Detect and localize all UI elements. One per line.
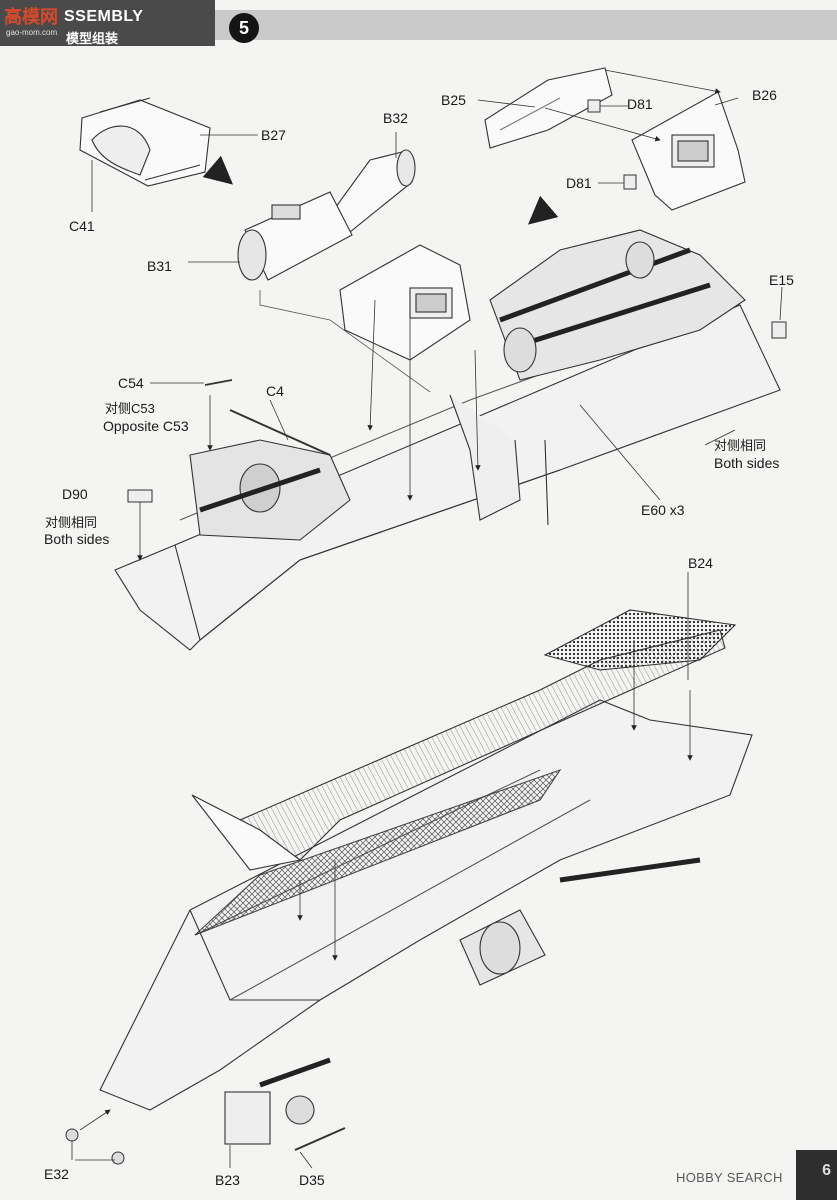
- label-both-sides-cn-left: 对侧相同: [45, 515, 98, 530]
- label-d35: D35: [299, 1172, 325, 1188]
- part-b27-shield: [79, 97, 211, 187]
- watermark: HOBBY SEARCH: [676, 1170, 783, 1185]
- label-b26: B26: [752, 87, 777, 103]
- label-d81-top: D81: [627, 96, 653, 112]
- site-logo: 高模网: [4, 7, 58, 27]
- header-block: 高模网 gao-mom.com SSEMBLY 模型组装: [0, 0, 215, 46]
- label-c54: C54: [118, 375, 144, 391]
- part-b25-cover: [484, 67, 613, 149]
- label-both-sides-en-right: Both sides: [714, 455, 780, 471]
- site-url: gao-mom.com: [6, 28, 58, 37]
- header-bar: [215, 10, 837, 40]
- page-number: 6: [822, 1162, 831, 1179]
- label-c41: C41: [69, 218, 95, 234]
- label-c4: C4: [266, 383, 284, 399]
- page-number-tab: 6: [796, 1150, 837, 1200]
- part-d90: [127, 489, 153, 503]
- upper-chassis: [114, 229, 781, 651]
- label-d90: D90: [62, 486, 88, 502]
- part-b31-cylinder: [237, 191, 353, 281]
- label-d81-bottom: D81: [566, 175, 592, 191]
- section-subtitle: 模型组装: [66, 31, 119, 46]
- lower-hull: [99, 609, 753, 1145]
- section-title: SSEMBLY: [64, 8, 144, 25]
- label-b31: B31: [147, 258, 172, 274]
- label-b23: B23: [215, 1172, 240, 1188]
- label-b27: B27: [261, 127, 286, 143]
- label-e15: E15: [769, 272, 794, 288]
- part-e15: [771, 321, 787, 339]
- label-e32: E32: [44, 1166, 69, 1182]
- label-opposite-cn: 对侧C53: [105, 401, 155, 416]
- label-opposite-en: Opposite C53: [103, 418, 189, 434]
- label-e60: E60 x3: [641, 502, 685, 518]
- label-b24: B24: [688, 555, 713, 571]
- label-b25: B25: [441, 92, 466, 108]
- part-b32-cylinder: [329, 149, 416, 233]
- label-both-sides-en-left: Both sides: [44, 531, 110, 547]
- label-b32: B32: [383, 110, 408, 126]
- step-number-badge: 5: [229, 13, 259, 43]
- label-both-sides-cn-right: 对侧相同: [714, 438, 767, 453]
